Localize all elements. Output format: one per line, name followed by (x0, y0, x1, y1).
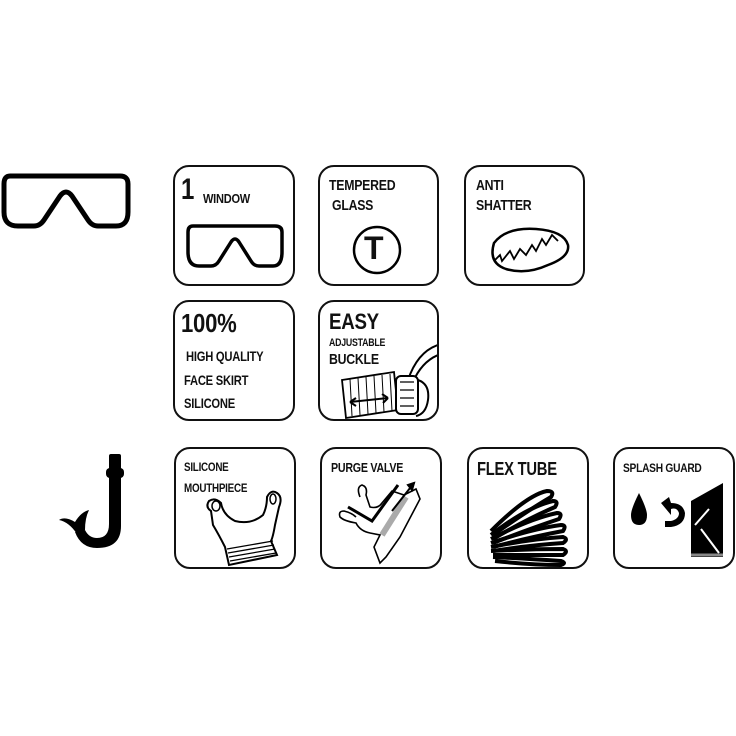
single-lens-mask-icon (186, 224, 284, 268)
feature-label-line2: SHATTER (476, 197, 532, 214)
feature-label-line1: ADJUSTABLE (329, 337, 386, 349)
feature-label-line2: GLASS (332, 197, 374, 214)
tempered-symbol: T (364, 230, 384, 266)
feature-big-text: 1 (181, 173, 195, 206)
feature-label-line2: FACE SKIRT (184, 372, 249, 388)
feature-big-text: EASY (329, 309, 379, 334)
feature-card-easy-buckle: EASY ADJUSTABLE BUCKLE (318, 300, 439, 421)
feature-card-splash-guard: SPLASH GUARD (613, 447, 735, 569)
feature-label-line3: SILICONE (184, 395, 235, 411)
splash-guard-icon (631, 483, 723, 557)
purge-valve-icon (338, 481, 421, 565)
feature-card-purge-valve: PURGE VALVE (320, 447, 442, 569)
feature-card-silicone-mouthpiece: SILICONE MOUTHPIECE (174, 447, 296, 569)
feature-card-silicone-skirt: 100% HIGH QUALITY FACE SKIRT SILICONE (173, 300, 295, 421)
feature-card-flex-tube: FLEX TUBE (467, 447, 589, 569)
feature-label-line2: BUCKLE (329, 351, 379, 368)
feature-label-line1: HIGH QUALITY (186, 348, 264, 364)
feature-card-anti-shatter: ANTI SHATTER (464, 165, 585, 286)
feature-card-tempered-glass: TEMPERED GLASS T (318, 165, 439, 286)
feature-label-line1: ANTI (476, 177, 504, 194)
tempered-t-circle-icon (352, 225, 402, 275)
mouthpiece-icon (206, 490, 282, 567)
snorkel-icon (59, 454, 124, 548)
feature-label-line2: MOUTHPIECE (184, 481, 248, 495)
feature-label-line1: SPLASH GUARD (623, 461, 702, 475)
cracked-lens-icon (491, 227, 570, 273)
feature-label: WINDOW (203, 191, 250, 206)
feature-label-line1: FLEX TUBE (477, 459, 557, 479)
feature-label-line1: TEMPERED (329, 177, 396, 194)
dive-mask-icon (1, 173, 131, 229)
feature-label-line1: PURGE VALVE (331, 460, 404, 475)
feature-big-text: 100% (181, 308, 237, 338)
feature-card-one-window: 1 WINDOW (173, 165, 295, 286)
adjustable-buckle-icon (341, 344, 437, 419)
flex-tube-icon (489, 488, 568, 567)
feature-label-line1: SILICONE (184, 460, 229, 474)
